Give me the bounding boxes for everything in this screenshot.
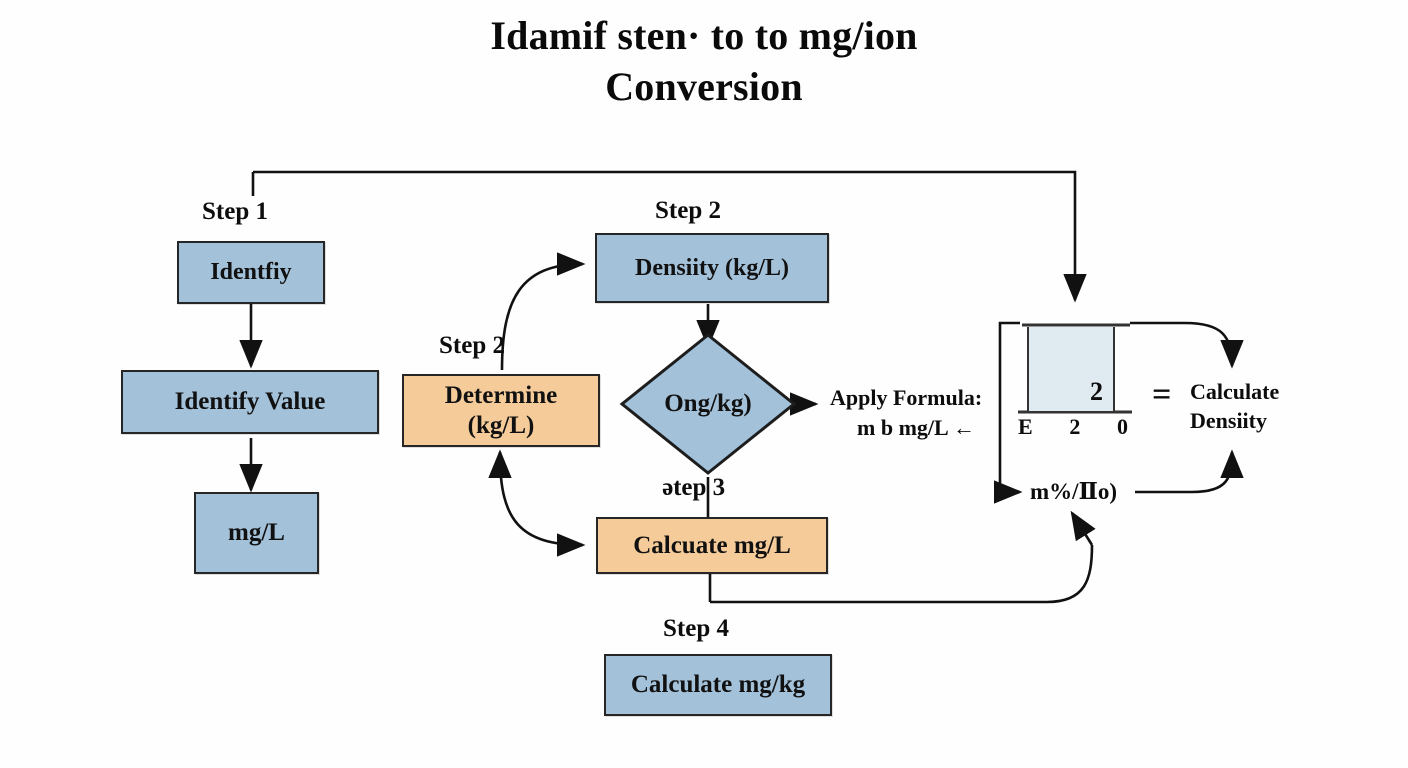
node-densiity-kg-l-label: Densiity (kg/L) — [634, 254, 789, 281]
step-label-1: Step 1 — [202, 198, 268, 225]
denominator-part-1: E — [1018, 414, 1033, 439]
node-mg-per-l-label: mg/L — [228, 519, 285, 547]
node-calcuate-mg-l[interactable]: Calcuate mg/L — [596, 517, 828, 574]
node-calculate-mg-kg[interactable]: Calculate mg/kg — [604, 654, 832, 716]
formula-expression: m b mg/L ← — [857, 414, 975, 440]
fraction-numerator: 2 — [1090, 377, 1103, 406]
fraction-box: 2 — [1027, 327, 1115, 411]
formula-heading: Apply Formula: — [830, 385, 983, 410]
node-identfiy[interactable]: Identfiy — [177, 241, 325, 304]
step-label-3: ǝtep 3 — [662, 474, 726, 501]
percent-term-text: m%/Ⅱo) — [1030, 479, 1118, 504]
node-identify-value-label: Identify Value — [174, 388, 326, 416]
node-calcuate-mg-l-label: Calcuate mg/L — [633, 531, 791, 559]
node-identfiy-label: Identfiy — [210, 259, 292, 286]
node-calculate-mg-kg-label: Calculate mg/kg — [630, 671, 806, 699]
node-ong-kg-label: Ong/kg) — [664, 390, 752, 417]
equals-sign: = — [1152, 376, 1172, 413]
node-mg-per-l[interactable]: mg/L — [194, 492, 319, 574]
wire-determine-to-densiity — [500, 252, 586, 371]
node-determine-kg-l-label: Determine (kg/L) — [444, 382, 558, 439]
node-densiity-kg-l[interactable]: Densiity (kg/L) — [595, 233, 829, 303]
step-label-4: Step 4 — [663, 615, 729, 642]
result-line-1: Calculate — [1190, 379, 1280, 404]
result-line-2: Densiity — [1190, 407, 1267, 433]
wire-left-bracket — [994, 321, 1023, 504]
node-determine-kg-l[interactable]: Determine (kg/L) — [402, 374, 600, 447]
node-ong-kg[interactable]: Ong/kg) — [619, 332, 797, 476]
title-line-1: Idamif sten· to to mg/ion — [490, 13, 918, 58]
wire-frac-to-result-top — [1130, 321, 1244, 369]
diagram-title: Idamif sten· to to mg/ion Conversion — [404, 10, 1004, 112]
denominator-part-3: 0 — [1117, 414, 1128, 439]
wire-mpct-to-result — [1135, 449, 1244, 494]
wire-bottom-up-to-mpct — [1070, 510, 1096, 546]
calculate-densiity-text: Calculate Densiity — [1190, 378, 1330, 435]
denominator-part-2: 2 — [1069, 414, 1081, 439]
step-label-2-top: Step 2 — [655, 197, 721, 224]
fraction-denominator: E 2 0 — [1018, 414, 1128, 440]
wire-calcuate-to-determine — [498, 454, 586, 557]
step-label-2-left: Step 2 — [439, 332, 505, 359]
title-line-2: Conversion — [605, 64, 803, 110]
node-identify-value[interactable]: Identify Value — [121, 370, 379, 434]
formula-text: Apply Formula: m b mg/L ← — [830, 383, 1002, 442]
